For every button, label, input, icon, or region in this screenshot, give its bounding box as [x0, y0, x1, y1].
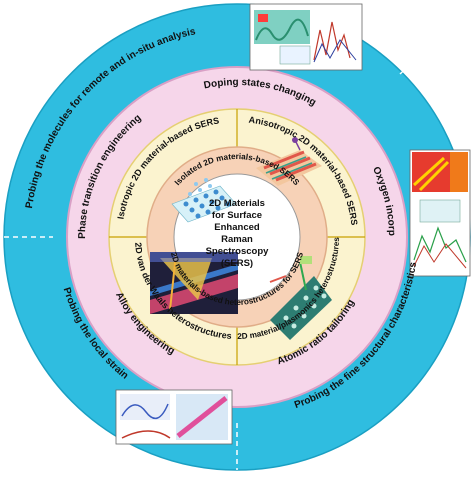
outer-separator-top-right — [399, 39, 438, 75]
anisotropic-layers-illustration — [256, 137, 322, 186]
center-title: 2D Materials for Surface Enhanced Raman … — [206, 198, 270, 269]
van-der-waals-heterostructure-illustration — [150, 252, 238, 314]
structural-map-illustration-right — [409, 149, 471, 277]
center-line-1: 2D Materials — [209, 198, 265, 209]
center-line-6: (SERS) — [221, 258, 253, 269]
center-line-2: for Surface — [212, 210, 262, 221]
strain-map-illustration-bottom — [115, 389, 233, 445]
center-line-4: Raman — [221, 234, 253, 245]
raman-spectra-illustration-top — [249, 3, 363, 71]
plasmonics-heterostructure-illustration — [269, 256, 332, 340]
isotropic-lattice-illustration — [171, 178, 237, 223]
center-line-5: Spectroscopy — [206, 246, 270, 257]
center-line-3: Enhanced — [214, 222, 260, 233]
